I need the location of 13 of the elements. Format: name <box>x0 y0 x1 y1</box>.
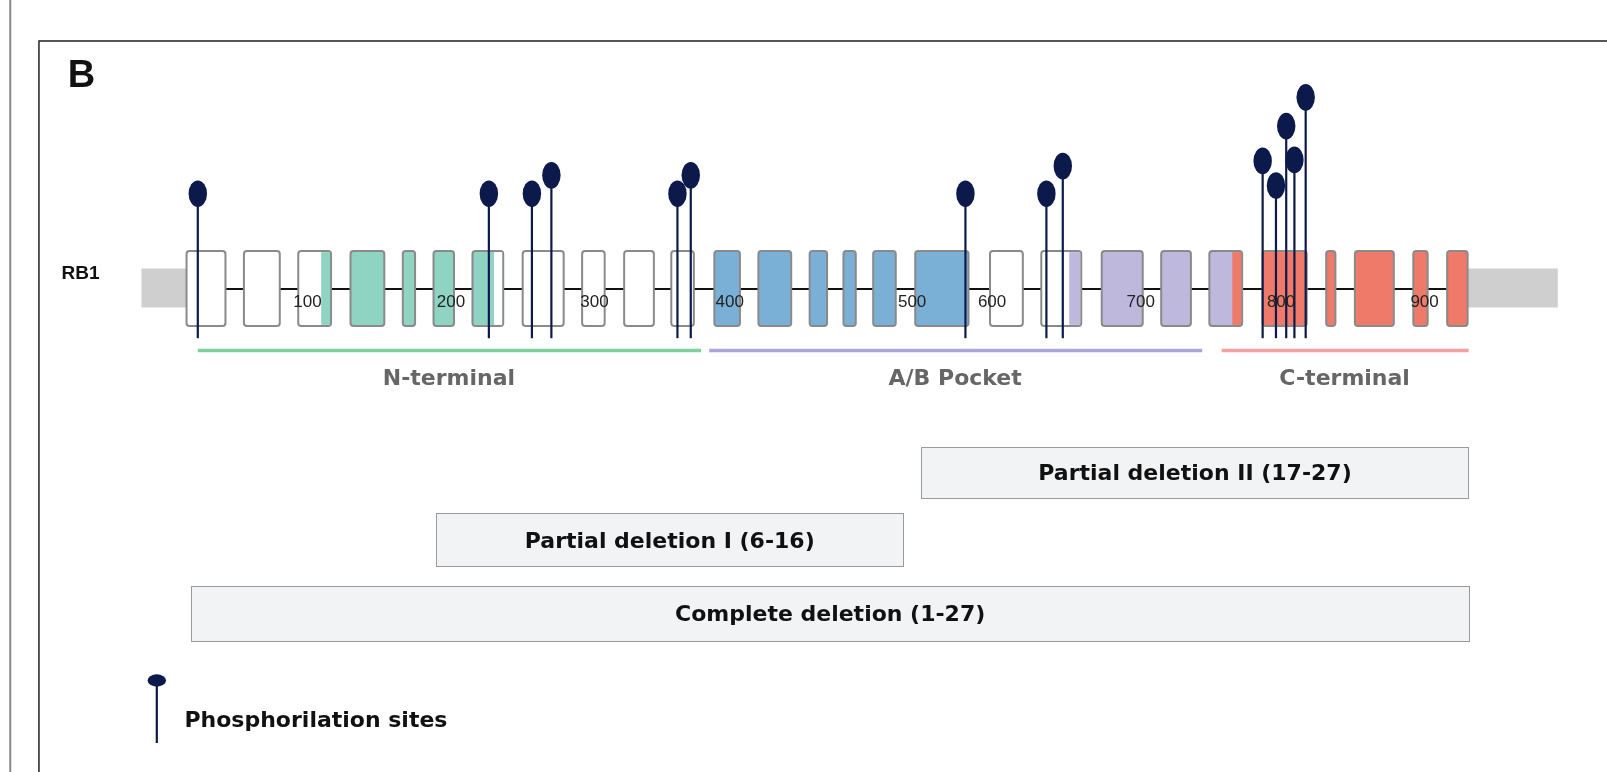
position-tick-label: 100 <box>292 292 323 313</box>
gene-name: RB1 <box>61 262 100 285</box>
domain-label: N-terminal <box>381 365 517 391</box>
deletion-bar: Partial deletion I (6-16) <box>435 513 904 567</box>
domain-label: A/B Pocket <box>887 365 1023 391</box>
panel-letter: B <box>67 53 96 97</box>
legend-label: Phosphorilation sites <box>184 707 448 733</box>
deletion-bar: Complete deletion (1-27) <box>190 586 1470 642</box>
position-tick-label: 600 <box>976 292 1008 313</box>
position-tick-label: 300 <box>579 292 610 313</box>
deletion-bar: Partial deletion II (17-27) <box>921 446 1469 500</box>
position-tick-label: 700 <box>1125 292 1156 313</box>
domain-label: C-terminal <box>1278 365 1411 391</box>
